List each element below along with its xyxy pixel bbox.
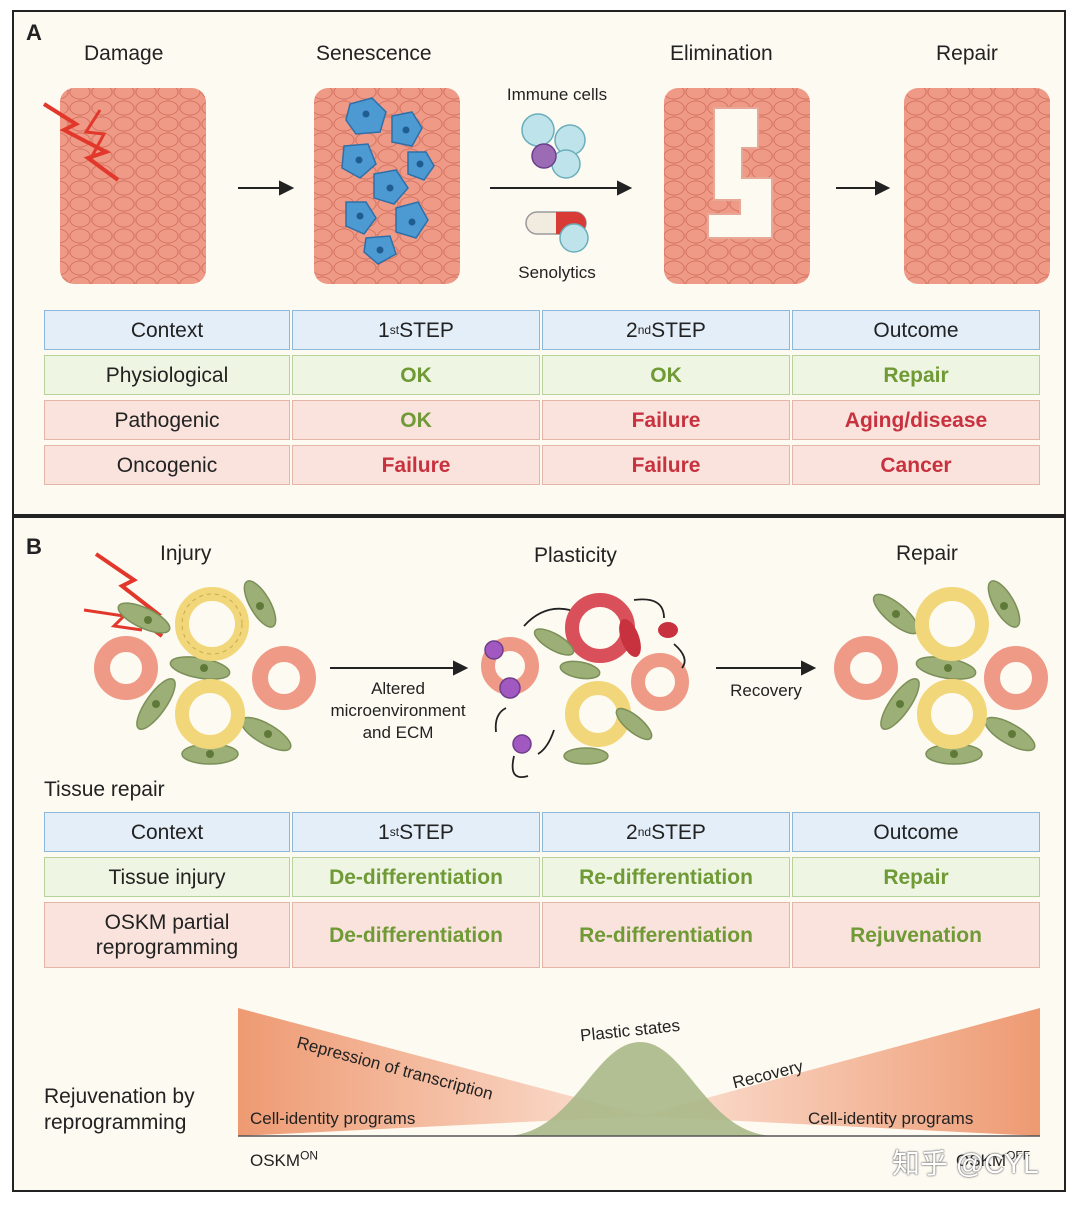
table-b-row2-step1: De-differentiation [292,902,540,968]
rejuvenation-graph [238,1008,1040,1137]
arrow-label-altered: Altered microenvironment and ECM [330,679,466,742]
stage-repair: Repair [936,42,998,65]
watermark: 知乎 @CYL [892,1148,1039,1179]
panel-a-illustration [42,88,1050,284]
rejuvenation-label: Rejuvenation by reprogramming [44,1085,195,1134]
table-b-row2-step2: Re-differentiation [542,902,790,968]
stage-elimination: Elimination [670,42,773,65]
plastic-states-curve [506,1042,774,1136]
left-triangle [238,1008,646,1136]
table-b-header-outcome: Outcome [792,812,1040,852]
senolytics-pill-icon [525,211,589,253]
table-a-header-outcome: Outcome [792,310,1040,350]
table-a-row1-outcome: Repair [792,355,1040,395]
arrow-label-recovery: Recovery [730,681,802,700]
table-b-row1-outcome: Repair [792,857,1040,897]
panel-b-illustration [83,552,1048,778]
table-a-row2-step1: OK [292,400,540,440]
immune-cells-label: Immune cells [506,85,608,104]
tissue-repair-label: Tissue repair [44,778,165,801]
table-b-header-context: Context [44,812,290,852]
table-a-row2-outcome: Aging/disease [792,400,1040,440]
table-b-row1-step1: De-differentiation [292,857,540,897]
table-a-row2-context: Pathogenic [44,400,290,440]
table-a-row1-step1: OK [292,355,540,395]
table-a-row2-step2: Failure [542,400,790,440]
table-b-row1-step2: Re-differentiation [542,857,790,897]
table-a-row1-context: Physiological [44,355,290,395]
lightning-icon [42,102,120,182]
panel-a: A Damage Senescence Elimination Repair [12,10,1066,516]
senolytics-label: Senolytics [518,263,596,282]
right-triangle [640,1008,1040,1136]
immune-cells-icon [521,113,586,179]
table-a-row1-step2: OK [542,355,790,395]
stage-senescence: Senescence [316,42,432,65]
table-b-row1-context: Tissue injury [44,857,290,897]
table-a-row3-step1: Failure [292,445,540,485]
injury-tissue [94,580,316,765]
plasticity-tissue [481,593,689,778]
panel-b: B Injury Plasticity Repair [12,516,1066,1192]
stage-injury: Injury [160,542,212,565]
stage-plasticity: Plasticity [534,544,617,567]
table-a-row3-outcome: Cancer [792,445,1040,485]
table-a-row3-context: Oncogenic [44,445,290,485]
table-a-header-context: Context [44,310,290,350]
table-b-row2-outcome: Rejuvenation [792,902,1040,968]
panel-b-letter: B [26,534,42,559]
panel-a-letter: A [26,20,42,45]
stage-repair-b: Repair [896,542,958,565]
oskm-on-label: OSKMON [250,1148,319,1170]
graph-identity-right: Cell-identity programs [808,1109,974,1128]
damage-tissue [60,88,206,284]
stage-damage: Damage [84,42,164,65]
repair-tissue [904,88,1050,284]
repair-tissue-b [834,580,1048,765]
table-a-row3-step2: Failure [542,445,790,485]
graph-identity-left: Cell-identity programs [250,1109,416,1128]
oskm-off-label: OSKMOFF [956,1148,1031,1170]
